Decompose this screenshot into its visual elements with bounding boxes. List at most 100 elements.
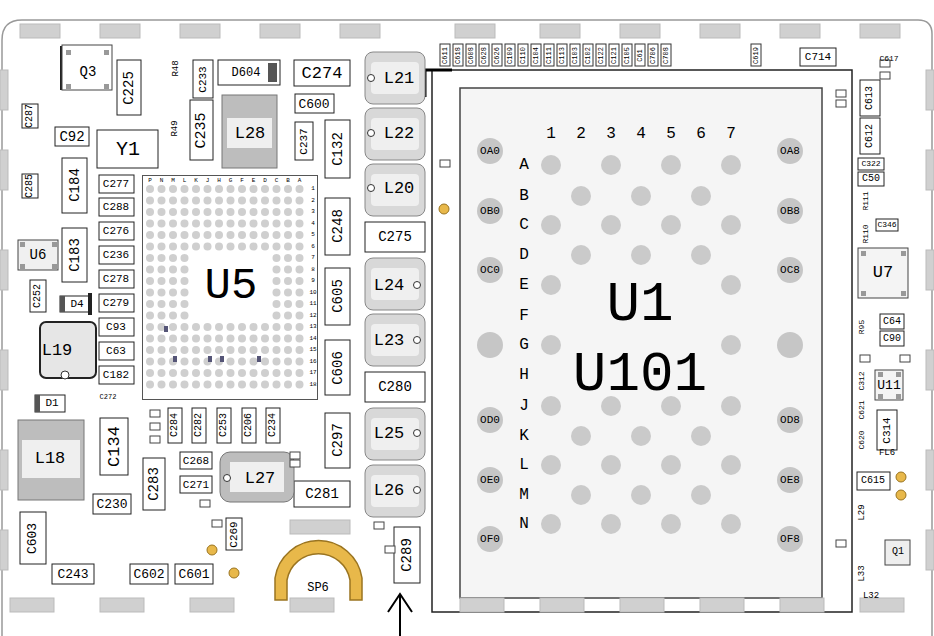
part-designator: C608: [468, 47, 475, 64]
part-designator: L20: [384, 180, 415, 197]
bga-ball: [541, 335, 561, 355]
bga-pad: [238, 346, 246, 354]
mounting-pad: [777, 332, 803, 358]
part-designator: C102: [585, 47, 592, 64]
part-designator: C297: [331, 423, 345, 457]
bga-pad: [146, 254, 154, 262]
part-designator: C706: [650, 47, 657, 64]
bga-pad: [181, 300, 189, 308]
mounting-pad: [477, 526, 503, 552]
inductor-core: [371, 418, 419, 450]
bga-pad: [215, 197, 223, 205]
mounting-pad: [477, 138, 503, 164]
component-outline: [99, 246, 134, 264]
part-designator: 7: [311, 255, 315, 261]
part-designator: 17: [309, 370, 316, 376]
part-designator: C113: [559, 47, 566, 64]
bga-pad: [215, 323, 223, 331]
bga-pad: [250, 220, 258, 228]
small-part: [150, 423, 160, 430]
component-outline: [751, 44, 761, 66]
bga-pad: [284, 369, 292, 377]
mounting-pad: [477, 407, 503, 433]
part-designator: 3: [311, 209, 315, 215]
bga-pad: [250, 231, 258, 239]
part-designator: C103: [572, 47, 579, 64]
bga-pad: [284, 289, 292, 297]
part-designator: C111: [546, 47, 553, 64]
bga-pad: [192, 185, 200, 193]
bga-pad: [146, 369, 154, 377]
bga-pad: [181, 312, 189, 320]
edge-pad: [0, 250, 8, 290]
part-designator: C92: [59, 130, 84, 144]
part-designator: OF8: [780, 534, 800, 545]
bga-pad: [261, 335, 269, 343]
test-point: [207, 545, 217, 555]
bga-pad: [250, 323, 258, 331]
bga-pad: [227, 231, 235, 239]
bga-pad: [284, 220, 292, 228]
part-designator: 13: [309, 324, 316, 330]
bga-pad: [169, 208, 177, 216]
part-designator: C233: [198, 66, 209, 92]
part-designator: OD0: [480, 415, 500, 426]
bga-pad: [261, 243, 269, 251]
ic-pad: [896, 372, 901, 377]
bga-pad: [227, 185, 235, 193]
part-designator: Q3: [80, 65, 97, 79]
edge-pad: [10, 598, 54, 612]
bga-pad: [192, 197, 200, 205]
ic-pad: [901, 251, 906, 256]
part-designator: L32: [863, 592, 879, 601]
edge-pad: [926, 150, 934, 190]
small-part: [374, 522, 384, 529]
bga-pad: [273, 185, 281, 193]
part-designator: C615: [861, 476, 885, 486]
component-outline: [466, 44, 476, 66]
bga-pad: [273, 335, 281, 343]
bga-pad: [250, 381, 258, 389]
bga-pad: [158, 231, 166, 239]
polarity-dot: [414, 337, 421, 344]
part-designator: U7: [873, 264, 893, 281]
edge-pad: [290, 598, 334, 612]
part-designator: L: [519, 457, 529, 473]
part-designator: J: [206, 178, 210, 184]
part-designator: C601: [178, 568, 209, 581]
bga-pad: [181, 277, 189, 285]
test-point: [896, 490, 906, 500]
ic-pad: [66, 50, 71, 55]
edge-pad: [926, 70, 934, 110]
part-designator: L28: [235, 125, 266, 142]
component-outline: [30, 280, 46, 312]
part-designator: OD8: [780, 415, 800, 426]
edge-pad: [780, 598, 824, 612]
mounting-pad: [477, 332, 503, 358]
bga-pad: [238, 323, 246, 331]
bga-pad: [273, 346, 281, 354]
component-outline: [180, 476, 212, 493]
bga-pad: [215, 346, 223, 354]
component-outline: [325, 198, 350, 255]
bga-ball: [721, 275, 741, 295]
bga-pad: [169, 335, 177, 343]
part-designator: D: [263, 178, 267, 184]
small-part: [860, 355, 870, 362]
bga-pad: [181, 220, 189, 228]
bga-pad: [158, 254, 166, 262]
part-designator: 5: [666, 126, 676, 142]
inductor-body: [365, 465, 425, 517]
bga-pad: [146, 277, 154, 285]
part-designator: 4: [636, 126, 646, 142]
bga-pad: [158, 300, 166, 308]
inductor-body: [365, 164, 425, 216]
part-designator: 2: [311, 198, 315, 204]
diode-band: [268, 63, 277, 82]
bga-pad: [146, 243, 154, 251]
bga-pad: [158, 266, 166, 274]
bga-pad: [192, 346, 200, 354]
bga-pad: [250, 346, 258, 354]
part-designator: Y1: [116, 140, 140, 160]
via: [208, 356, 212, 362]
